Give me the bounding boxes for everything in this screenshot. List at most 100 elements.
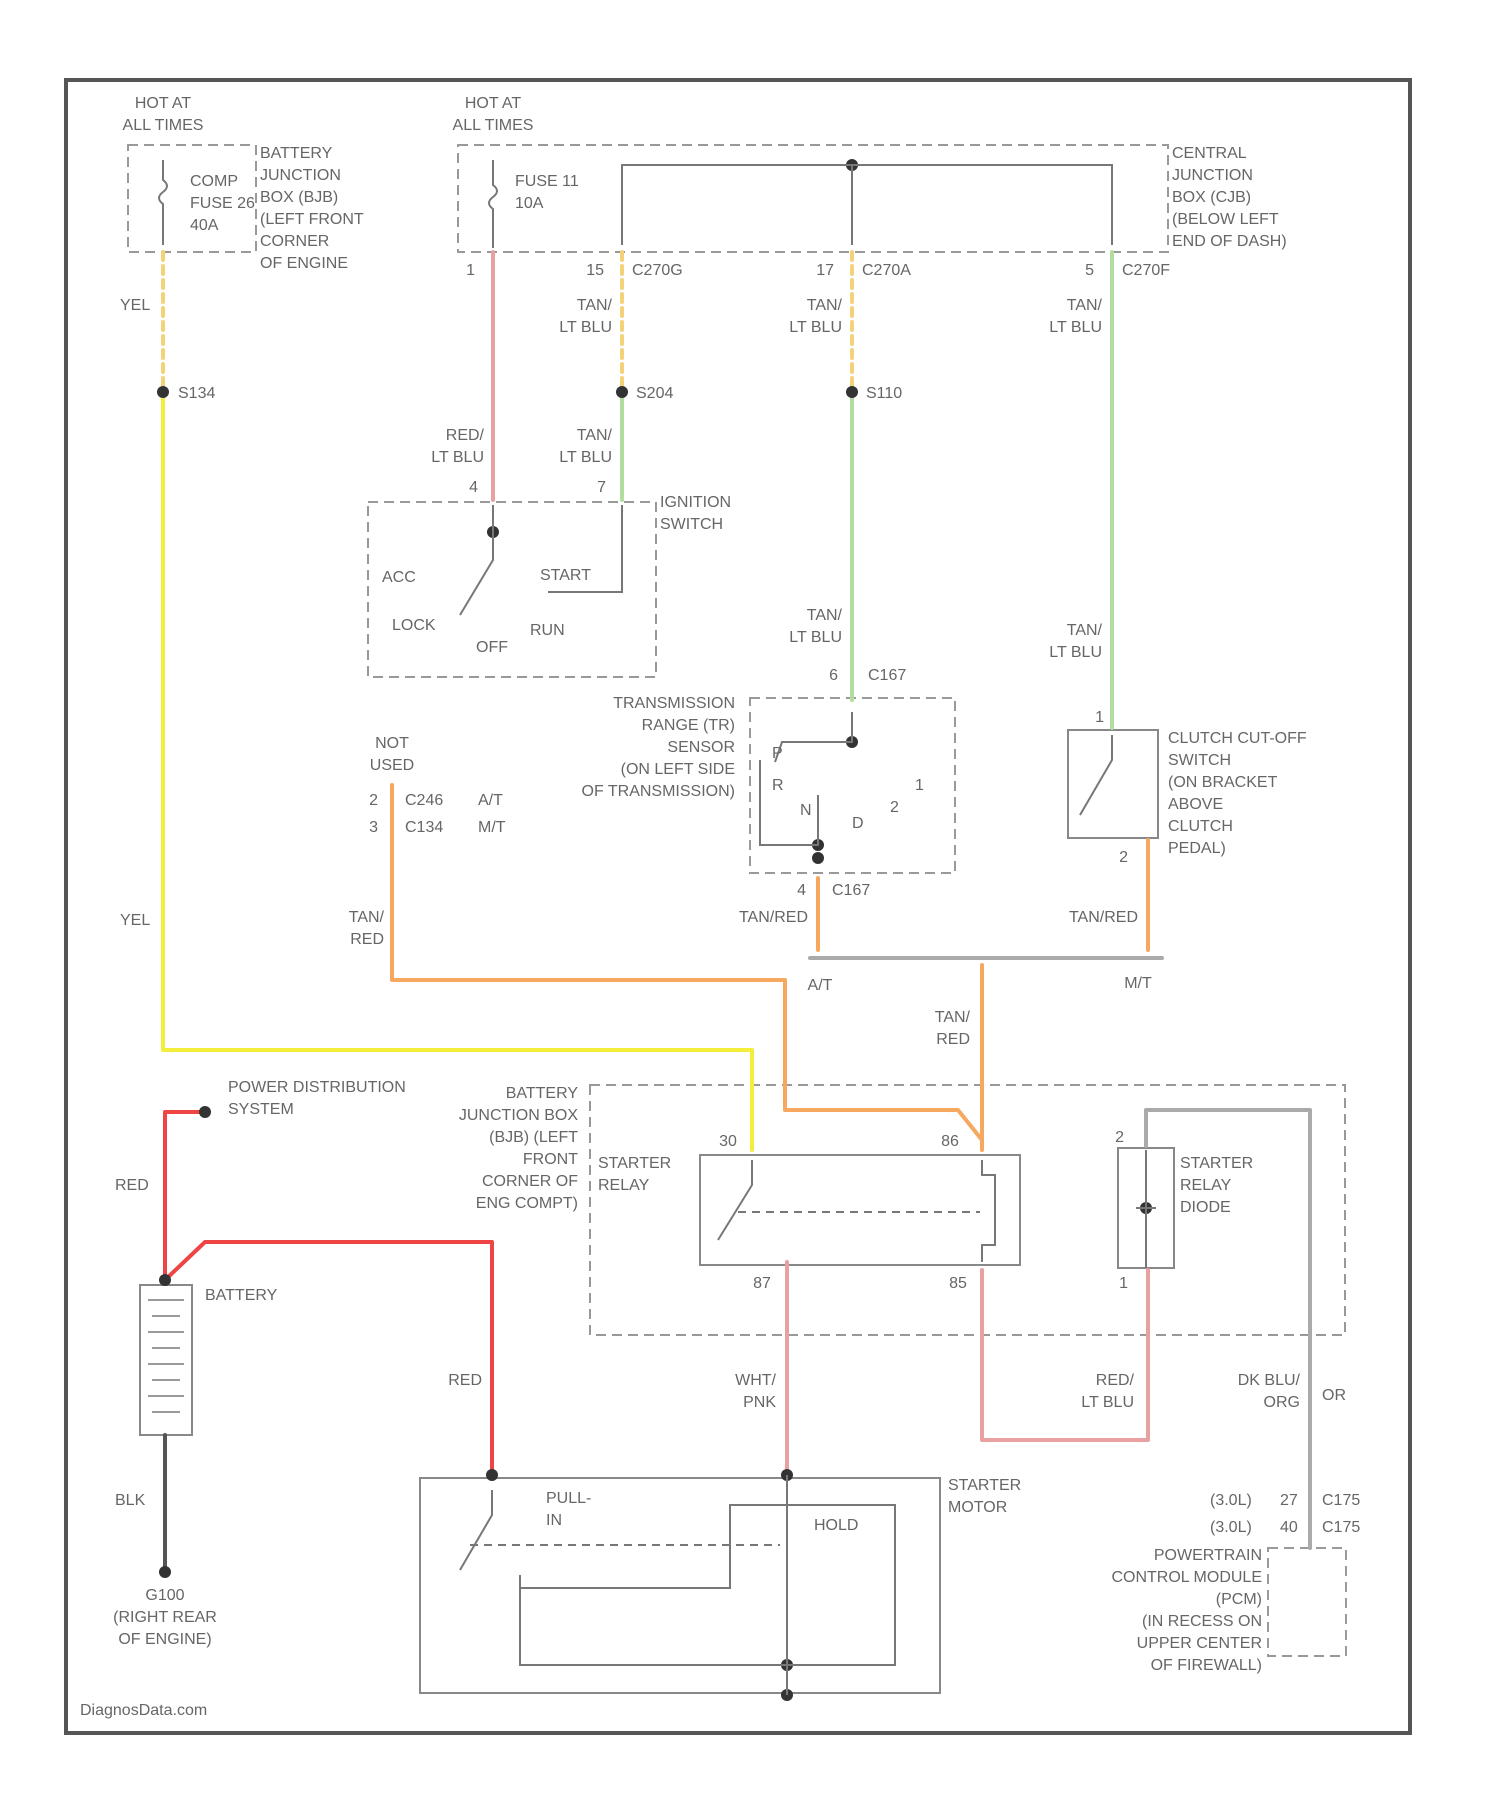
diode-lead [1136, 1150, 1156, 1268]
relay-pin-30: 30 [719, 1133, 737, 1150]
relay-pin-86: 86 [941, 1133, 959, 1150]
tr-sensor-contact [775, 712, 852, 762]
wire-red-pds [165, 1112, 205, 1280]
starter-motor-box [420, 1478, 940, 1693]
splice-s110: S110 [866, 385, 902, 402]
diagram-frame [66, 80, 1410, 1733]
pin-label: 2 [1115, 1129, 1124, 1146]
wire-color-tan-ltblu: TAN/LT BLU [1049, 297, 1102, 336]
splice-dot [159, 1274, 171, 1286]
splice-dot [159, 1566, 171, 1578]
wire-color-tan-ltblu: TAN/LT BLU [559, 427, 612, 466]
wire-color-tan-red: TAN/RED [739, 909, 808, 926]
connector-label: C270A [862, 262, 911, 279]
pin-label: 6 [829, 667, 838, 684]
pin-label: 17 [816, 262, 834, 279]
wire-tan-red-not-used [392, 785, 982, 1140]
pin-label: 15 [586, 262, 604, 279]
bjb-bottom-label: BATTERYJUNCTION BOX(BJB) (LEFTFRONTCORNE… [459, 1085, 578, 1212]
fuse-26-symbol [159, 160, 167, 245]
gear-n: N [800, 802, 812, 819]
relay-coil [982, 1160, 995, 1262]
wire-color-tan-red: TAN/RED [349, 909, 385, 948]
gear-r: R [772, 777, 784, 794]
wire-color-blk: BLK [115, 1492, 146, 1509]
starter-relay-box [700, 1155, 1020, 1265]
pin-label: 3 [369, 819, 378, 836]
gear-1: 1 [915, 777, 924, 794]
pin-label: 4 [469, 479, 478, 496]
pcm-engine-label: (3.0L) [1210, 1519, 1252, 1536]
splice-dot [616, 386, 628, 398]
ignition-run: RUN [530, 622, 565, 639]
wire-color-red: RED [115, 1177, 149, 1194]
connector-label: C134 [405, 819, 443, 836]
pin-label: 1 [466, 262, 475, 279]
or-label: OR [1322, 1387, 1346, 1404]
wire-color-yel: YEL [120, 297, 150, 314]
fuse-11-symbol [489, 160, 497, 248]
relay-contact [718, 1160, 752, 1240]
mt-label: M/T [1124, 975, 1152, 992]
pin-label: 1 [1095, 709, 1104, 726]
wire-color-yel: YEL [120, 912, 150, 929]
splice-dot [486, 1469, 498, 1481]
splice-dot [846, 386, 858, 398]
splice-s134: S134 [178, 385, 215, 402]
pin-label: 2 [369, 792, 378, 809]
connector-label: C167 [832, 882, 870, 899]
wire-color-tan-ltblu: TAN/LT BLU [559, 297, 612, 336]
pin-label: 2 [1119, 849, 1128, 866]
cjb-bus [622, 165, 1112, 245]
ignition-lock: LOCK [392, 617, 436, 634]
pcm-box [1268, 1548, 1346, 1656]
pcm-connector: C175 [1322, 1492, 1360, 1509]
connector-label: C246 [405, 792, 443, 809]
wire-color-red-ltblu: RED/LT BLU [1081, 1372, 1134, 1411]
mt-label: M/T [478, 819, 506, 836]
ignition-start: START [540, 567, 591, 584]
pin-label: 4 [797, 882, 806, 899]
wire-dkblu-org [1146, 1110, 1310, 1548]
gear-p: P [772, 745, 783, 762]
gear-d: D [852, 815, 864, 832]
fuse-26-label: COMPFUSE 2640A [190, 173, 255, 234]
splice-dot [812, 852, 824, 864]
wire-color-tan-red: TAN/RED [1069, 909, 1138, 926]
wire-color-red-ltblu: RED/LT BLU [431, 427, 484, 466]
splice-dot [157, 386, 169, 398]
pcm-connector: C175 [1322, 1519, 1360, 1536]
wire-color-tan-ltblu: TAN/LT BLU [789, 297, 842, 336]
pcm-pin-27: 27 [1280, 1492, 1298, 1509]
hold-label: HOLD [814, 1517, 858, 1534]
at-label: A/T [478, 792, 503, 809]
relay-pin-85: 85 [949, 1275, 967, 1292]
pin-label: 1 [1119, 1275, 1128, 1292]
connector-label: C167 [868, 667, 906, 684]
ignition-acc: ACC [382, 569, 416, 586]
ground-g100-label: G100(RIGHT REAROF ENGINE) [113, 1587, 217, 1648]
pull-in-label: PULL-IN [546, 1490, 591, 1529]
wire-color-red: RED [448, 1372, 482, 1389]
splice-s204: S204 [636, 385, 673, 402]
pcm-pin-40: 40 [1280, 1519, 1298, 1536]
pcm-engine-label: (3.0L) [1210, 1492, 1252, 1509]
pin-label: 7 [597, 479, 606, 496]
gear-2: 2 [890, 799, 899, 816]
wire-color-tan-ltblu: TAN/LT BLU [789, 607, 842, 646]
battery-label: BATTERY [205, 1287, 278, 1304]
ignition-switch-contact [460, 505, 493, 615]
